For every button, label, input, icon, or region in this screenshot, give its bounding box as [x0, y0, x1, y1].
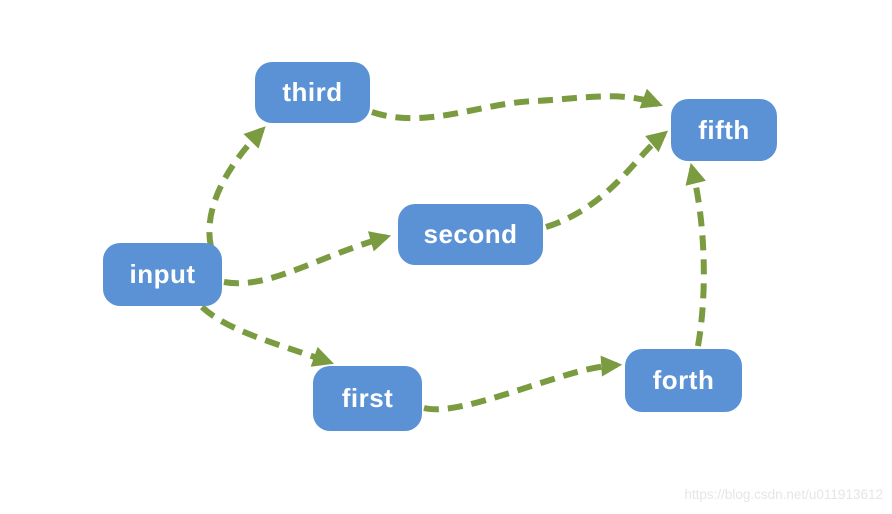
edge-third-to-fifth: [371, 88, 663, 122]
node-fifth-label: fifth: [698, 114, 750, 145]
node-third: third: [255, 62, 370, 123]
node-input-label: input: [129, 259, 196, 289]
node-first-label: first: [341, 383, 394, 413]
edge-first-to-forth: [423, 355, 623, 413]
edge-forth-to-fifth: [685, 162, 707, 347]
node-fifth: fifth: [671, 99, 777, 161]
watermark: https://blog.csdn.net/u011913612: [684, 487, 883, 502]
edge-input-to-third: [206, 126, 266, 248]
node-third-label: third: [282, 77, 343, 107]
node-forth-label: forth: [652, 365, 715, 395]
node-input: input: [103, 243, 222, 306]
edge-input-to-first: [199, 304, 334, 367]
node-forth: forth: [625, 349, 742, 412]
node-first: first: [313, 366, 422, 431]
node-second: second: [398, 204, 543, 265]
edge-second-to-fifth: [545, 130, 669, 230]
node-second-label: second: [423, 219, 518, 249]
edge-input-to-second: [223, 231, 392, 287]
